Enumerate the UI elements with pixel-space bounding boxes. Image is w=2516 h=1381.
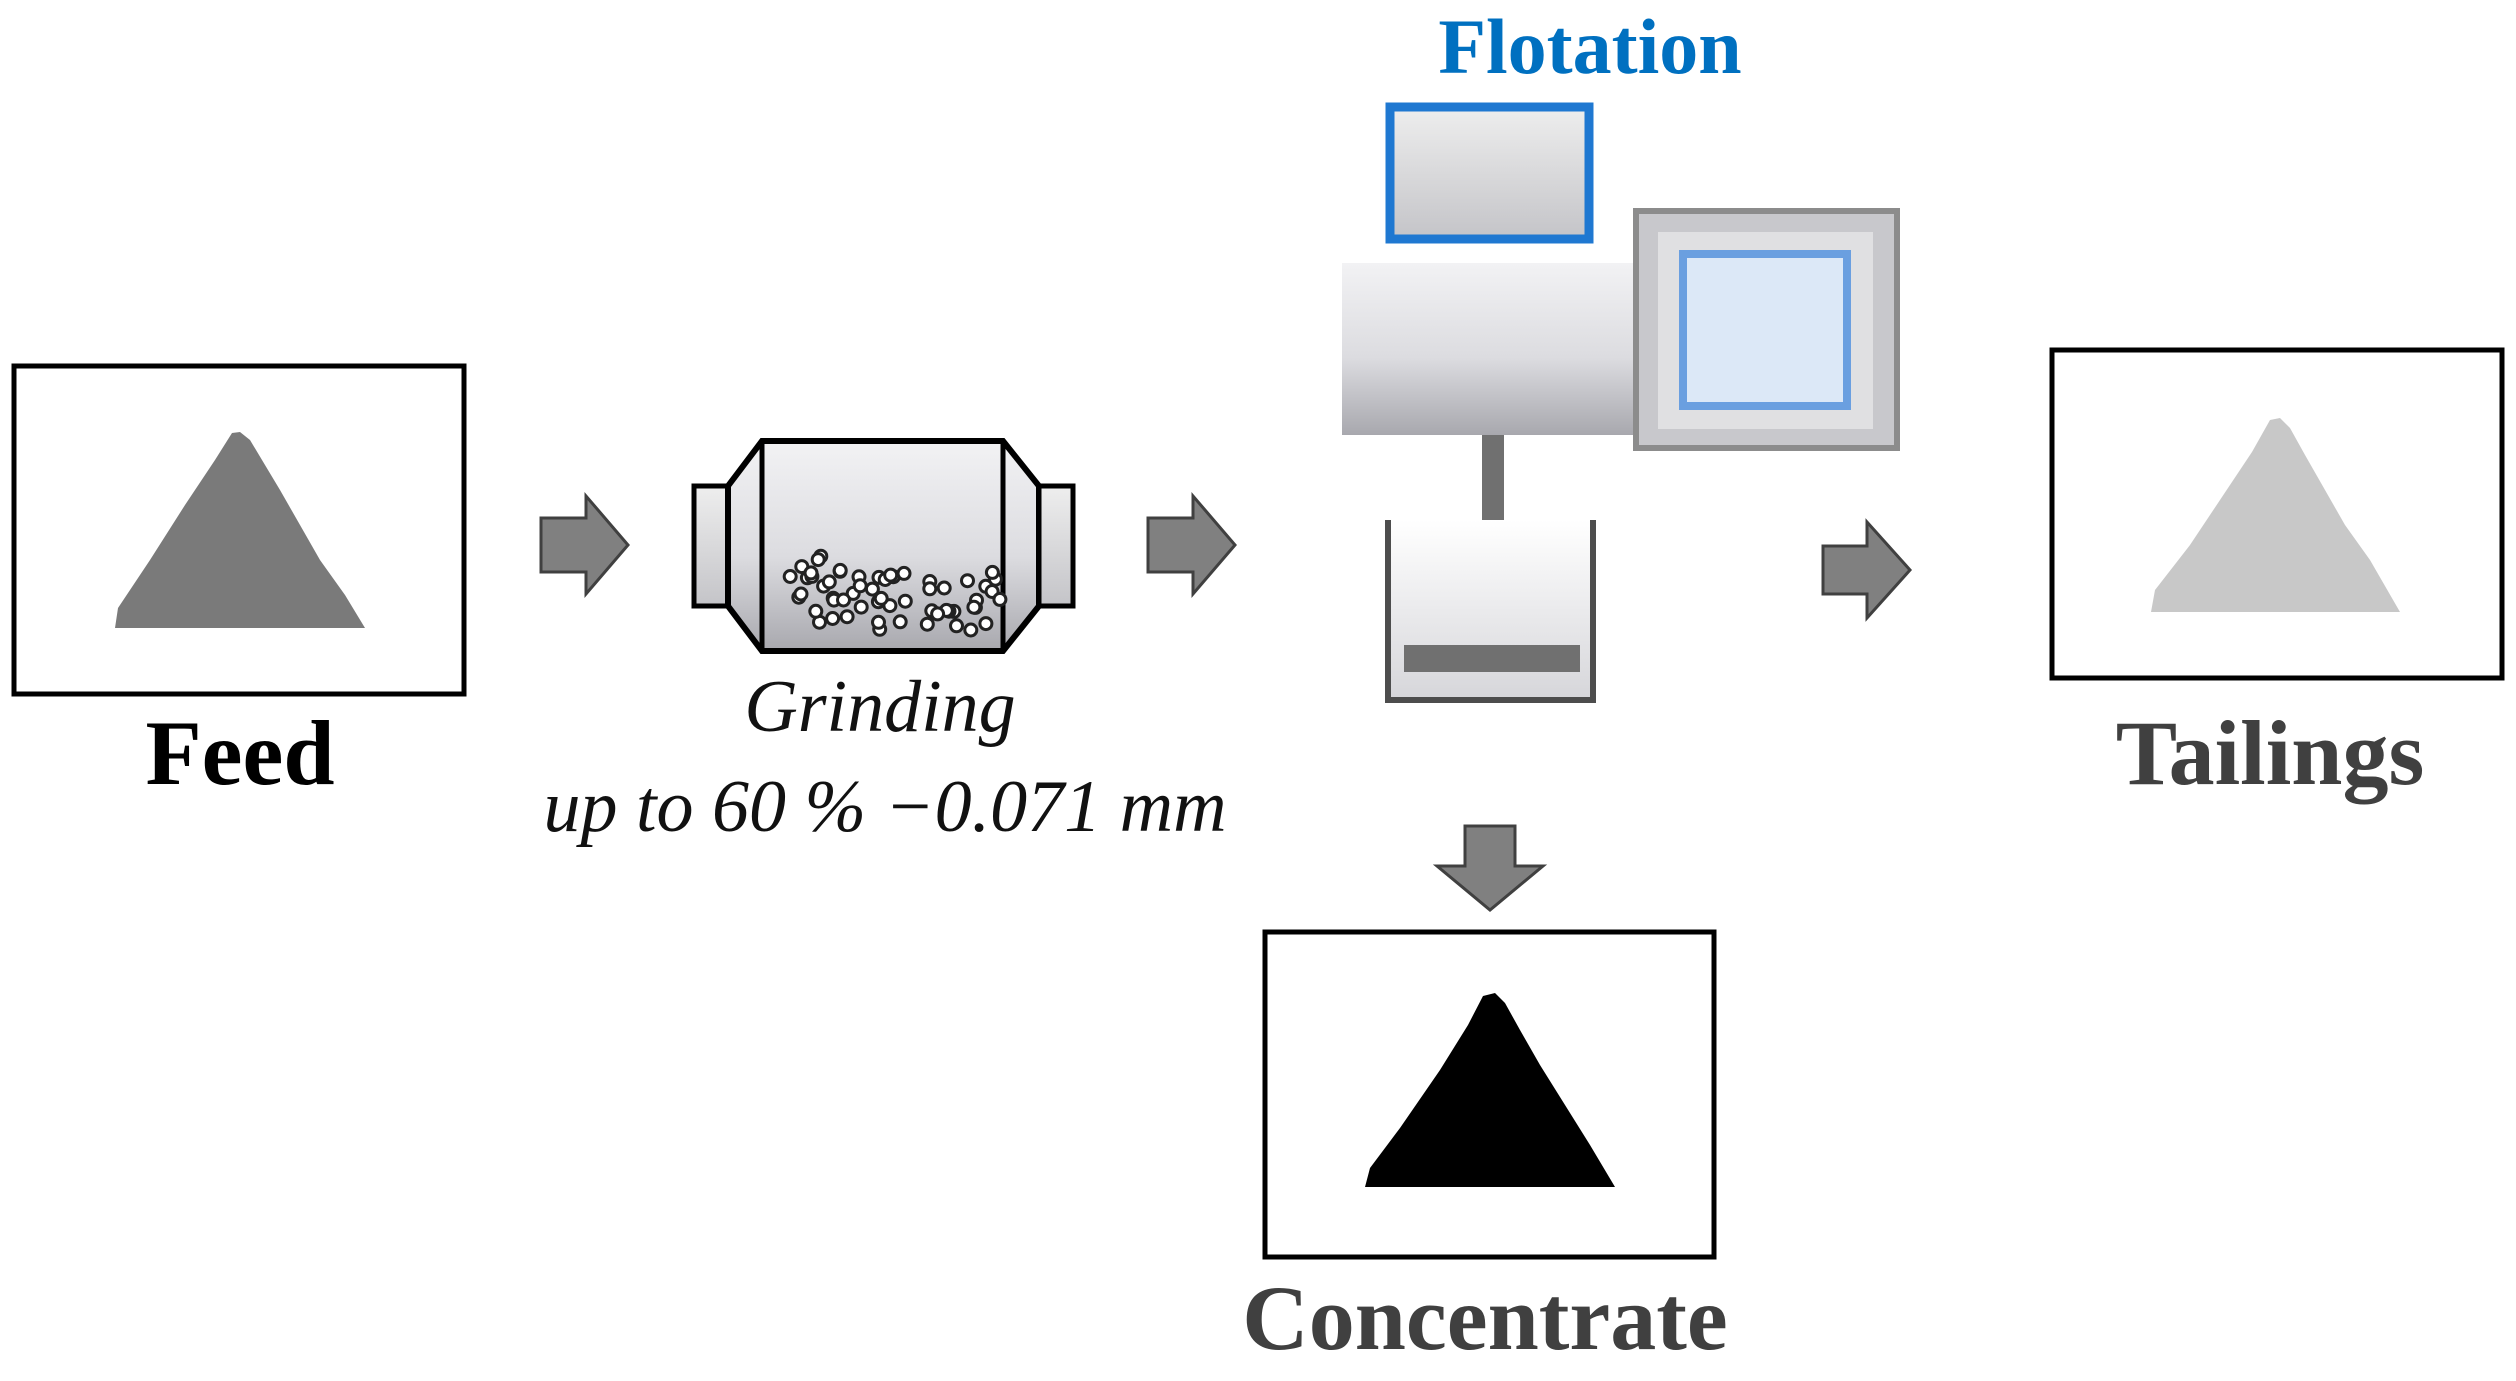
grinding-ball <box>782 569 798 584</box>
grinding-ball <box>832 562 848 578</box>
tailings-pile-icon <box>2151 418 2400 612</box>
concentrate-label: Concentrate <box>1242 1267 1728 1369</box>
grinding-ball <box>919 616 935 632</box>
grinding-media <box>782 548 1008 638</box>
flotation-machine-icon <box>1342 102 1900 703</box>
grinding-label: Grinding <box>744 666 1016 748</box>
arrow-icon <box>1432 824 1548 912</box>
grinding-ball <box>852 578 868 594</box>
grinding-ball <box>963 622 979 638</box>
arrow-icon <box>1821 518 1913 622</box>
grinding-ball <box>992 591 1008 607</box>
grinding-ball <box>978 616 994 632</box>
grinding-ball <box>960 573 975 589</box>
arrow-icon <box>1146 491 1237 599</box>
grinding-ball <box>803 565 819 581</box>
feed-label: Feed <box>145 702 335 804</box>
arrow-icon <box>539 491 630 599</box>
grinding-ball <box>810 552 826 568</box>
grinding-ball <box>883 567 899 583</box>
tailings-box <box>2049 347 2505 681</box>
grinding-ball <box>821 574 837 590</box>
grinding-ball <box>936 580 952 596</box>
flotation-label: Flotation <box>1438 3 1742 90</box>
grinding-ball <box>984 564 1000 580</box>
grinding-ball <box>949 618 964 634</box>
grinding-ball <box>853 599 869 615</box>
tailings-label: Tailings <box>2115 702 2425 804</box>
feed-pile-icon <box>115 432 365 628</box>
grinding-ball <box>897 593 913 609</box>
grinding-ball <box>930 606 946 622</box>
grinding-ball <box>825 611 841 626</box>
concentrate-pile-icon <box>1365 993 1615 1187</box>
grinding-ball <box>808 603 824 619</box>
grinding-ball <box>896 565 912 581</box>
grinding-ball <box>922 581 938 597</box>
grinding-ball <box>793 586 809 602</box>
grinding-ball <box>836 592 851 608</box>
feed-box <box>11 363 467 697</box>
concentrate-box <box>1262 929 1717 1260</box>
grinding-ball <box>871 614 886 630</box>
grinding-ball <box>966 599 982 615</box>
grinding-ball <box>892 614 908 630</box>
grinding-ball <box>839 609 855 625</box>
grinding-ball <box>873 590 889 606</box>
ball-mill-icon <box>691 438 1076 654</box>
grinding-spec-label: up to 60 % −0.071 mm <box>543 766 1227 848</box>
